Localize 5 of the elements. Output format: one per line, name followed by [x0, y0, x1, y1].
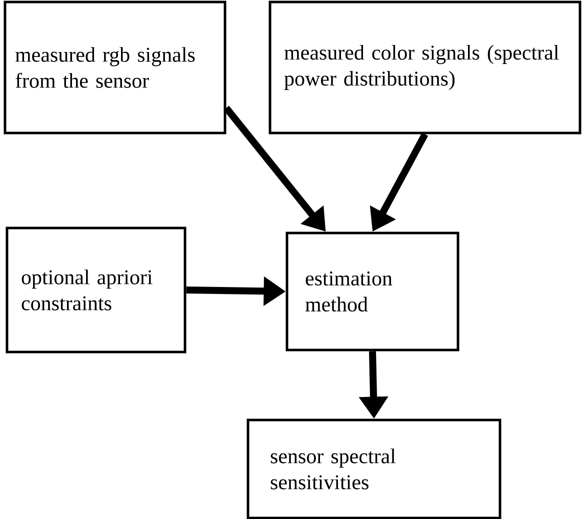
process-box: measured rgb signals from the sensor [4, 0, 226, 134]
process-box: estimation method [286, 232, 460, 352]
process-box: sensor spectral sensitivities [246, 418, 502, 519]
process-box: optional apriori constraints [6, 226, 186, 354]
process-box: measured color signals (spectral power distributions) [268, 0, 582, 134]
